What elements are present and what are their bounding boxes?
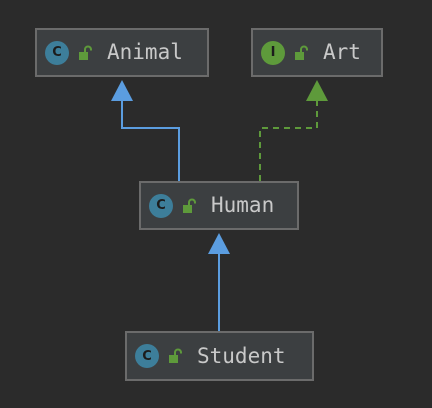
edge-arrowhead-art (306, 80, 328, 101)
edge-arrowhead-human (208, 233, 230, 254)
interface-kind-icon: I (261, 40, 285, 65)
interface-node-art[interactable]: I Art (251, 28, 383, 77)
class-kind-icon: C (149, 193, 173, 218)
edge-human-extends-animal (111, 80, 180, 181)
unlocked-icon (295, 45, 308, 60)
class-kind-icon: C (45, 40, 69, 65)
class-node-animal[interactable]: C Animal (35, 28, 209, 77)
class-kind-icon: C (135, 344, 159, 368)
edge-student-extends-human (208, 233, 230, 331)
class-name-label: Student (197, 343, 286, 368)
unlocked-icon (169, 348, 182, 363)
class-name-label: Human (211, 193, 275, 217)
class-node-student[interactable]: C Student (125, 331, 314, 381)
interface-name-label: Art (323, 40, 361, 64)
edge-line-human-art (259, 100, 318, 181)
unlocked-icon (183, 198, 196, 213)
edge-arrowhead-animal (111, 80, 133, 101)
edge-line-human-animal (121, 100, 180, 181)
class-name-label: Animal (107, 40, 183, 64)
unlocked-icon (79, 45, 92, 60)
edge-human-implements-art (259, 80, 328, 181)
class-node-human[interactable]: C Human (139, 181, 299, 230)
